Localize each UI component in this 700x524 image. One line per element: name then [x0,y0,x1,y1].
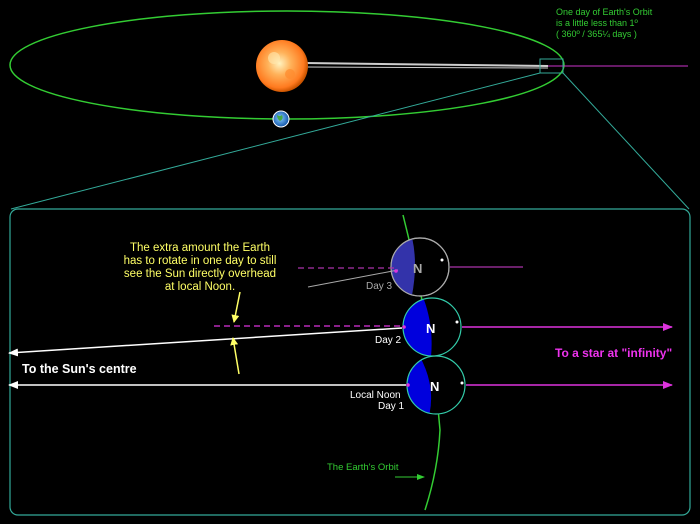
extra-note-line1: The extra amount the Earth [130,242,270,254]
orbit-note-line3: ( 360º / 365¼ days ) [556,29,637,39]
extra-angle-arrow-top [234,292,240,322]
sun [256,40,308,92]
day2-sun-arrow [9,328,402,353]
local-noon-label: Local Noon [350,390,401,401]
zoom-line-left [11,73,540,209]
zoom-line-right [563,73,689,209]
north-label-day2: N [426,321,435,336]
extra-note-line4: at local Noon. [165,281,235,293]
day1-label: Day 1 [378,401,405,412]
sun-ray-line-2 [305,67,548,68]
sun-centre-label: To the Sun's centre [22,362,137,376]
earth-orbit-label: The Earth's Orbit [327,462,399,473]
day2-label: Day 2 [375,335,402,346]
orbit-note-line1: One day of Earth's Orbit [556,7,653,17]
extra-note-line2: has to rotate in one day to still [124,255,277,267]
star-label: To a star at "infinity" [555,346,672,360]
north-label-day3: N [413,261,422,276]
orbit-note-line2: is a little less than 1º [556,18,639,28]
north-label-day1: N [430,379,439,394]
sun-ray-line [305,63,548,66]
extra-note-line3: see the Sun directly overhead [124,268,276,280]
extra-angle-arrow-bottom [233,338,239,374]
day3-label: Day 3 [366,281,393,292]
